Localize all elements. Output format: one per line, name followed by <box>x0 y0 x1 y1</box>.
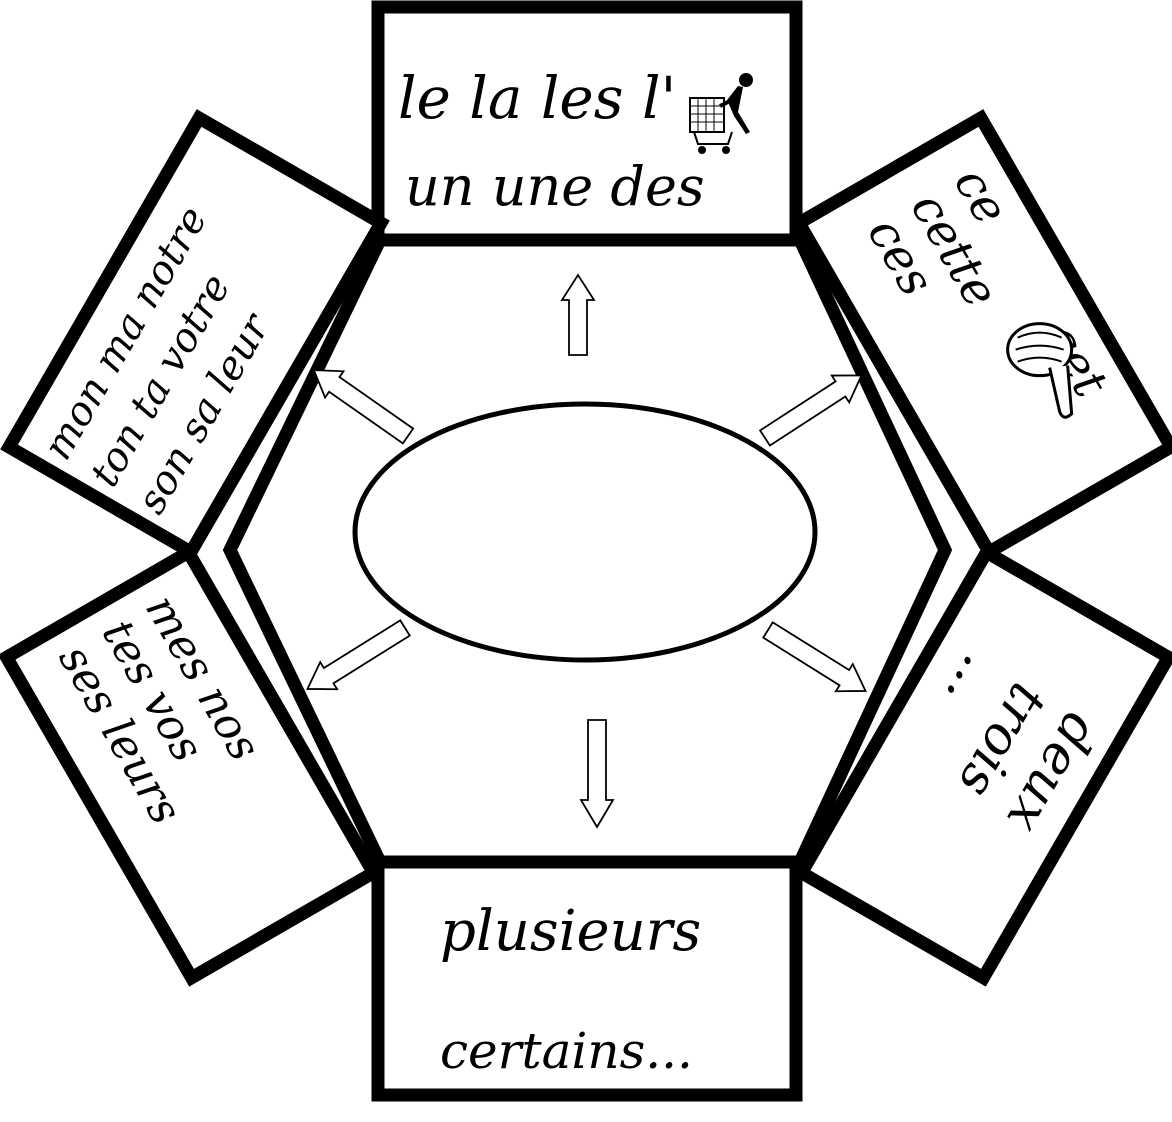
panel-upper-right: ce cette ces cet <box>790 109 1172 561</box>
arrow-upper-left <box>312 369 415 445</box>
panel-bottom-line2: certains... <box>440 1022 693 1080</box>
panel-top-line1: le la les l' <box>398 64 676 132</box>
arrow-down <box>579 719 615 829</box>
pointing-hand-icon <box>1006 322 1074 419</box>
shopping-cart-icon <box>689 73 753 154</box>
panel-top: le la les l' un une des <box>371 0 803 247</box>
arrow-lower-right <box>761 621 867 693</box>
panel-top-line2: un une des <box>405 155 705 218</box>
arrow-lower-left <box>306 619 412 691</box>
center-oval <box>352 401 818 663</box>
arrow-up <box>560 273 596 356</box>
panel-lower-right: deux trois ... <box>792 543 1172 987</box>
panel-bottom-line1: plusieurs <box>440 899 701 964</box>
panel-bottom: plusieurs certains... <box>371 855 803 1102</box>
arrow-upper-right <box>758 374 863 447</box>
panel-upper-left: mon ma notre ton ta votre son sa leur <box>0 109 390 561</box>
